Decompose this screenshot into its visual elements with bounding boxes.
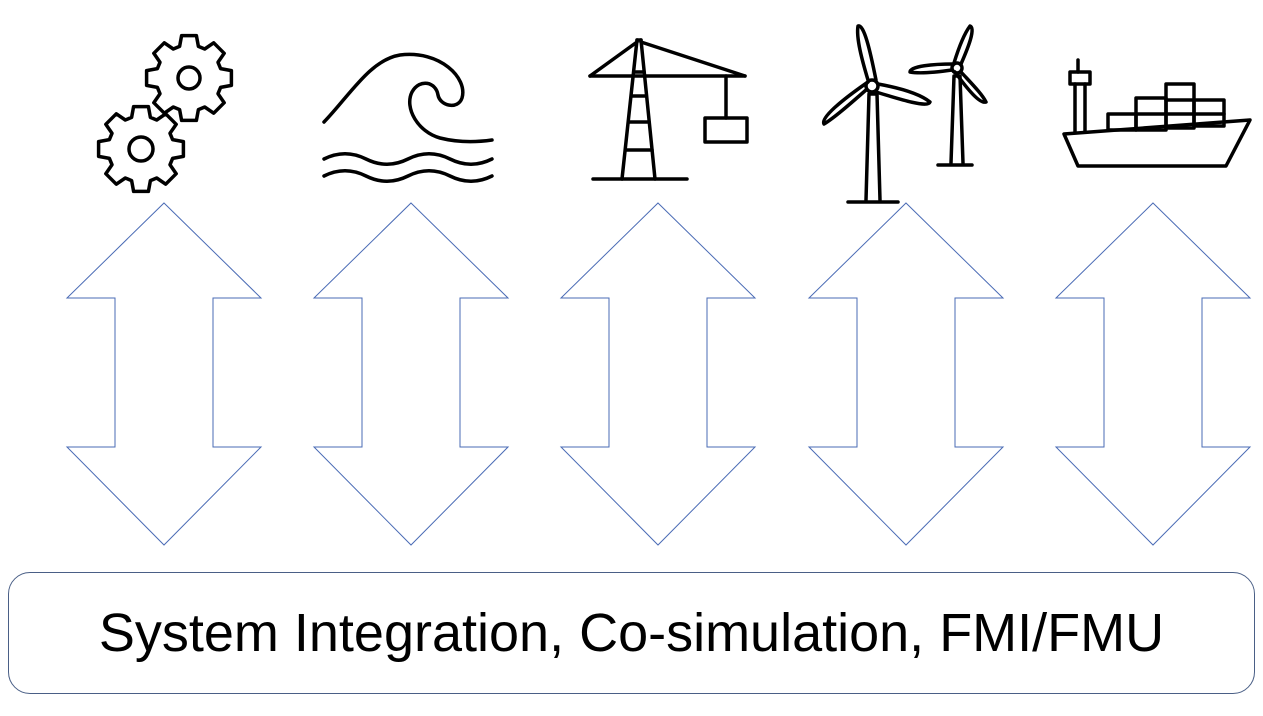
double-arrow-2 — [312, 202, 510, 546]
container-ship-icon — [1062, 58, 1252, 168]
double-arrow-5 — [1054, 202, 1252, 546]
double-arrow-3 — [559, 202, 757, 546]
harbor-crane-icon — [588, 38, 749, 181]
gear-bottom — [96, 104, 186, 194]
arrows-group — [65, 202, 1252, 546]
ocean-wave-icon — [322, 52, 494, 183]
wind-turbines-icon — [821, 24, 988, 204]
banner-title: System Integration, Co-simulation, FMI/F… — [98, 603, 1165, 663]
gears-icon — [96, 33, 234, 194]
integration-banner: System Integration, Co-simulation, FMI/F… — [8, 572, 1255, 694]
double-arrow-4 — [807, 202, 1005, 546]
double-arrow-1 — [65, 202, 263, 546]
gear-top — [144, 33, 234, 123]
